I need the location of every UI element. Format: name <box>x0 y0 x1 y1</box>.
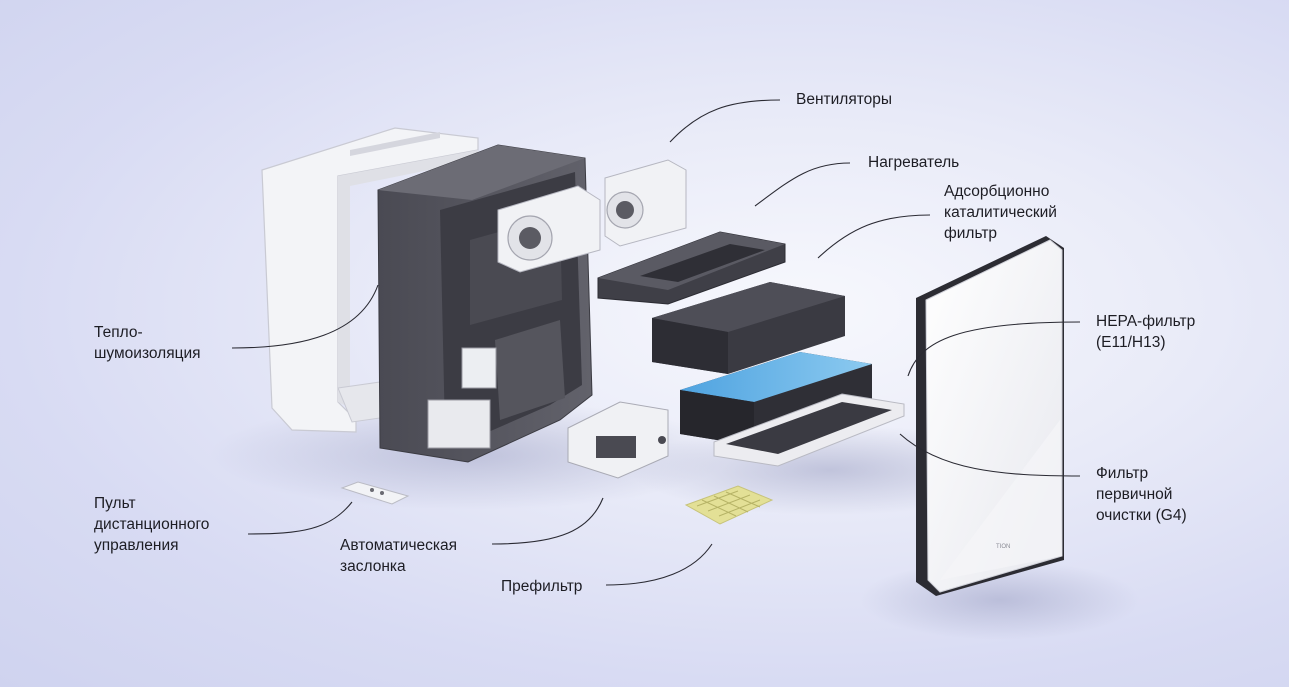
label-insulation-line-2: шумоизоляция <box>94 345 201 362</box>
leader-adsorption <box>817 214 931 259</box>
label-prefilter-line-1: Префильтр <box>501 578 583 595</box>
label-fans-line-1: Вентиляторы <box>796 91 893 108</box>
leader-damper <box>491 497 604 545</box>
label-remote: Пульт дистанционного управления <box>94 493 209 556</box>
main-housing <box>377 144 593 463</box>
label-coarse-line-1: Фильтр <box>1096 465 1149 482</box>
leader-lines <box>231 99 1081 586</box>
label-remote-line-1: Пульт <box>94 495 136 512</box>
brand-logo: TION <box>996 544 1010 550</box>
label-insulation: Тепло- шумоизоляция <box>94 322 201 364</box>
label-insulation-line-1: Тепло- <box>94 324 143 341</box>
leader-fans <box>669 99 781 143</box>
fan-units <box>497 159 687 273</box>
label-damper: Автоматическая заслонка <box>340 535 457 577</box>
label-coarse-line-3: очистки (G4) <box>1096 507 1187 524</box>
label-coarse-filter: Фильтр первичной очистки (G4) <box>1096 463 1187 526</box>
adsorption-catalytic-filter <box>652 282 845 374</box>
label-adsorption-filter: Адсорбционно каталитический фильтр <box>944 181 1057 244</box>
remote-control <box>340 481 410 505</box>
label-adsorption-line-1: Адсорбционно <box>944 183 1050 200</box>
label-hepa-line-2: (E11/H13) <box>1096 334 1166 351</box>
label-heater-line-1: Нагреватель <box>868 154 960 171</box>
leader-hepa <box>907 321 1081 377</box>
label-prefilter: Префильтр <box>501 576 582 597</box>
label-hepa-filter: HEPA-фильтр (E11/H13) <box>1096 311 1195 353</box>
coarse-filter-g4 <box>713 393 905 467</box>
leader-coarse <box>899 433 1081 477</box>
label-fans: Вентиляторы <box>796 89 892 110</box>
label-adsorption-line-3: фильтр <box>944 225 998 242</box>
heater-plate <box>597 231 786 305</box>
leader-remote <box>247 501 353 535</box>
label-damper-line-1: Автоматическая <box>340 537 458 554</box>
label-adsorption-line-2: каталитический <box>944 204 1057 221</box>
label-damper-line-2: заслонка <box>340 558 406 575</box>
label-hepa-line-1: HEPA-фильтр <box>1096 313 1196 330</box>
leader-insulation <box>231 284 379 349</box>
automatic-damper <box>567 401 669 479</box>
label-remote-line-3: управления <box>94 537 179 554</box>
leader-prefilter <box>605 543 713 586</box>
label-remote-line-2: дистанционного <box>94 516 210 533</box>
label-coarse-line-2: первичной <box>1096 486 1173 503</box>
label-heater: Нагреватель <box>868 152 959 173</box>
front-panel: TION <box>916 236 1064 596</box>
leader-heater <box>754 162 851 207</box>
prefilter <box>684 485 774 525</box>
